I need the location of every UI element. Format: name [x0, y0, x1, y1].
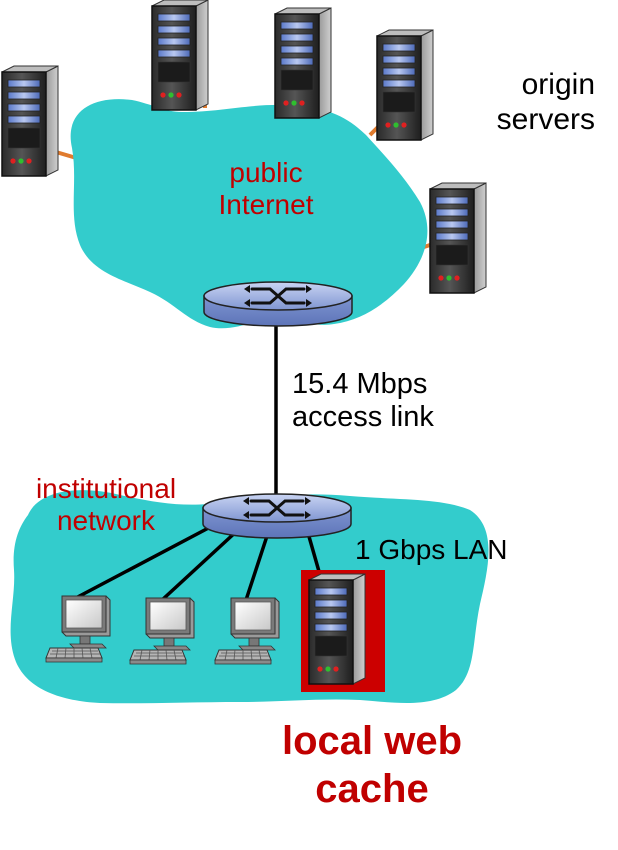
institutional-network-label: institutional network	[22, 473, 190, 537]
lan-link-pc-2	[160, 528, 240, 602]
lan-link-pc-3	[244, 532, 270, 601]
origin-servers-line-1: origin	[521, 68, 595, 101]
internet-router-icon	[202, 280, 354, 328]
local-web-cache-label: local web cache	[262, 717, 482, 813]
origin-servers-line-2: servers	[496, 102, 595, 136]
institutional-network-line-1: institutional	[35, 473, 177, 504]
origin-server-icon-3	[274, 7, 332, 119]
institutional-router-icon	[201, 492, 353, 540]
lan-links	[71, 522, 322, 602]
origin-servers-label: origin servers	[471, 68, 595, 137]
origin-server-icon-5	[429, 182, 487, 294]
public-internet-line-1: public	[229, 157, 303, 188]
cache-server-icon	[308, 573, 366, 685]
public-internet-line-2: Internet	[218, 189, 314, 221]
lan-link-cache	[306, 532, 322, 576]
institutional-network-line-2: network	[56, 505, 156, 537]
origin-server-icon-4	[376, 29, 434, 141]
public-internet-label: public Internet	[210, 157, 322, 221]
public-internet-cloud	[70, 99, 428, 329]
local-web-cache-line-2: cache	[315, 767, 429, 811]
origin-server-icon-1	[1, 65, 59, 177]
access-link-line-2: access link	[292, 401, 434, 434]
lan-label: 1 Gbps LAN	[355, 534, 508, 565]
local-web-cache-line-1: local web	[281, 719, 463, 763]
lan-link-pc-1	[71, 522, 217, 602]
access-link-line-1: 15.4 Mbps	[292, 368, 428, 400]
origin-server-icon-2	[151, 0, 209, 111]
access-link-label: 15.4 Mbps access link	[292, 368, 434, 435]
